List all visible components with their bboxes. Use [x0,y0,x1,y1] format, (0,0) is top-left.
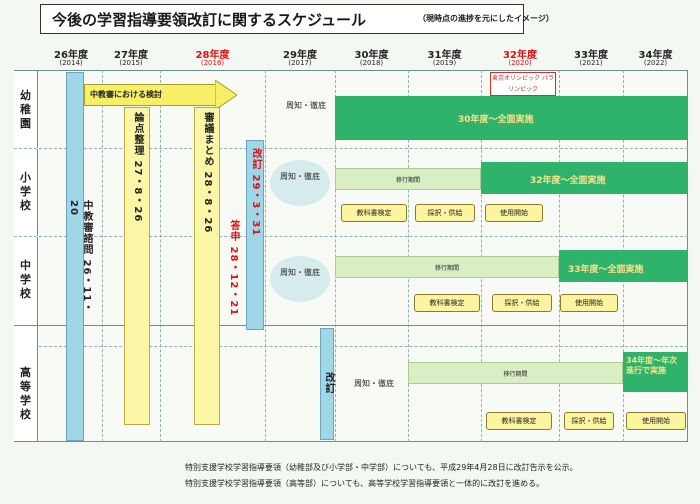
consultation-text: 中教審諮問 26・11・20 [68,200,92,314]
year-33: 33年度 [574,50,608,61]
year-31: 31年度 [427,50,462,61]
impl-elementary-text: 32年度〜全面実施 [530,176,606,186]
impl-high-bar [623,352,688,392]
title-box [40,4,524,34]
issues-bar [124,107,150,425]
start-use-junior: 使用開始 [560,294,618,312]
hs-revision-bar [320,328,334,440]
transition-elementary-text: 移行期間 [395,177,420,184]
year-34-era: (2022) [643,59,668,67]
transition-junior-text: 移行期間 [434,265,459,272]
year-30-era: (2018) [359,59,384,67]
year-divider [265,70,266,442]
impl-junior-bar [559,250,688,282]
publicize-junior: 周知・徹底 [270,256,330,302]
stage-high-school: 高等学校 [14,326,38,441]
summary-bar [194,107,220,425]
olympics-badge: 東京オリンピック パラリンピック [490,72,556,96]
start-use-high: 使用開始 [626,412,686,430]
start-use-elementary: 使用開始 [485,204,543,222]
review-arrow-label: 中教審における検討 [90,90,162,99]
page-subtitle: （現時点の進捗を元にしたイメージ） [418,14,554,23]
year-31-era: (2019) [432,59,457,67]
summary-text: 審議まとめ 28・8・26 [202,112,213,234]
impl-kindergarten-text: 30年度〜全面実施 [458,115,534,125]
row-divider [14,346,688,347]
page-title: 今後の学習指導要領改訂に関するスケジュール [52,11,366,29]
revision-bar [246,140,264,330]
stage-kindergarten: 幼稚園 [14,71,38,148]
row-divider [14,236,688,237]
year-27: 27年度 [114,50,148,61]
footer-note: 特別支援学校学習指導要領（高等部）についても、高等学校学習指導要領と一体的に改訂… [185,479,545,488]
report-text: 答申 28・12・21 [228,220,239,317]
row-divider [14,325,688,326]
year-30: 30年度 [354,50,389,61]
stage-elementary: 小学校 [14,149,38,236]
transition-junior-bar [335,256,559,278]
publicize-kindergarten: 周知・徹底 [286,101,326,110]
adoption-high: 採択・供給 [564,412,614,430]
year-32-era: (2020) [508,59,532,67]
year-28: 28年度 [195,50,230,61]
impl-junior-text: 33年度〜全面実施 [568,265,644,275]
year-29: 29年度 [283,50,317,61]
impl-high-text: 34年度〜年次進行で実施 [626,356,678,375]
publicize-high: 周知・徹底 [354,379,394,388]
year-divider [160,70,161,442]
year-26: 26年度 [54,50,88,61]
impl-elementary-bar [481,162,688,194]
issues-text: 論点整理 27・8・26 [132,112,143,223]
publicize-elementary: 周知・徹底 [270,160,330,206]
textbook-review-junior: 教科書検定 [414,294,480,312]
revision-text: 改訂 29・3・31 [250,148,261,237]
year-33-era: (2021) [579,59,603,67]
textbook-review-elementary: 教科書検定 [341,204,407,222]
transition-high-text: 移行期間 [503,371,528,378]
row-divider [14,148,688,149]
year-28-era: (2016) [200,59,225,67]
adoption-elementary: 採択・供給 [415,204,475,222]
transition-high-bar [408,362,623,384]
review-arrow-head [215,80,237,110]
year-26-era: (2014) [59,59,83,67]
year-29-era: (2017) [288,59,312,67]
transition-elementary-bar [335,168,481,190]
textbook-review-high: 教科書検定 [486,412,552,430]
stage-junior-high: 中学校 [14,237,38,325]
footer-note: 特別支援学校学習指導要領（幼稚部及び小学部・中学部）についても、平成29年4月2… [185,463,578,472]
year-divider [102,70,103,442]
impl-kindergarten-bar [335,96,688,140]
adoption-junior: 採択・供給 [492,294,552,312]
year-32: 32年度 [503,50,537,61]
year-34: 34年度 [638,50,673,61]
hs-revision-text: 改訂 [323,372,334,394]
year-27-era: (2015) [119,59,143,67]
consultation-bar [66,72,84,441]
